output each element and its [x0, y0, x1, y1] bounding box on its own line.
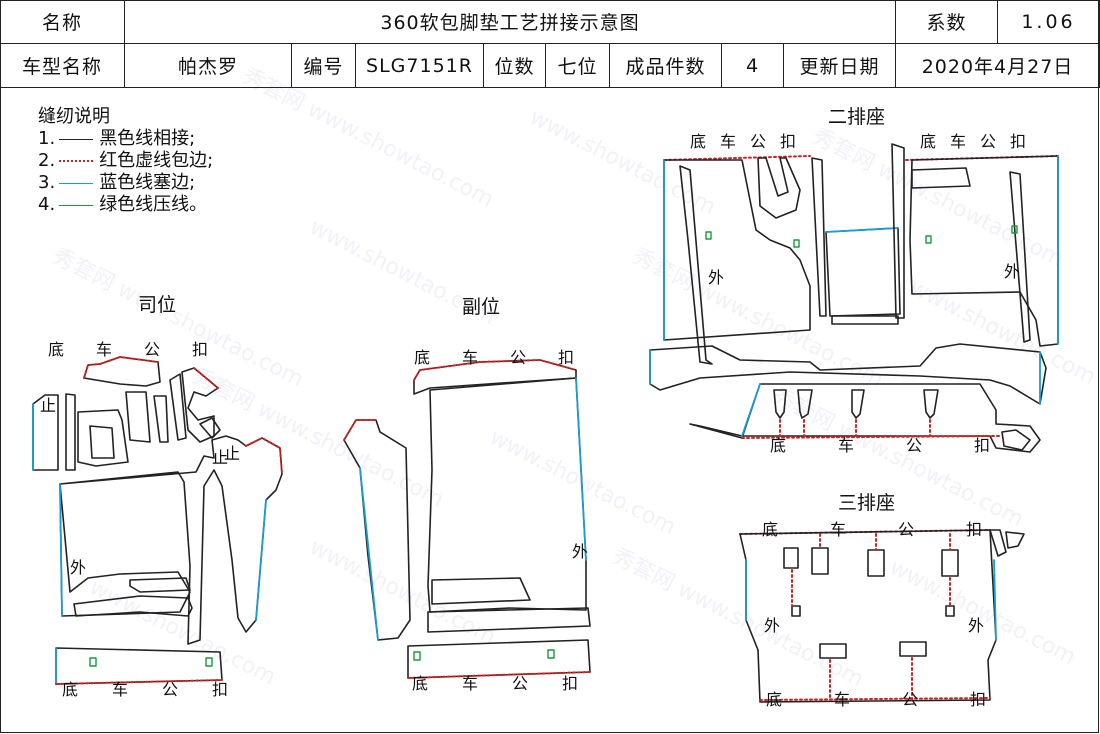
- buckle-char: 公: [144, 340, 161, 359]
- buckle-char: 扣: [192, 340, 209, 359]
- buckle-char: 扣: [966, 520, 983, 539]
- second-row-pieces: [649, 143, 1059, 453]
- buckle-char: 公: [162, 680, 179, 699]
- buckle-char: 公: [512, 674, 529, 693]
- pieces-value-cell: 4: [722, 44, 784, 88]
- buckle-char: 扣: [780, 132, 797, 151]
- header-table: 名称 360软包脚垫工艺拼接示意图 系数 1.06 车型名称 帕杰罗 编号 SL…: [0, 0, 1100, 88]
- code-label-cell: 编号: [292, 44, 356, 88]
- outer-mark: 外: [70, 558, 87, 577]
- buckle-char: 公: [902, 690, 919, 709]
- legend-item-red: 2. 红色虚线包边;: [38, 150, 214, 171]
- passenger-pieces: [343, 359, 591, 679]
- model-value-cell: 帕杰罗: [125, 44, 292, 88]
- outer-mark: 外: [572, 542, 589, 561]
- buckle-char: 底: [690, 132, 707, 151]
- outer-mark: 外: [1004, 262, 1021, 281]
- green-line-swatch: [59, 204, 94, 206]
- coef-label-cell: 系数: [896, 0, 998, 44]
- buckle-char: 车: [112, 680, 129, 699]
- buckle-char: 扣: [974, 436, 991, 455]
- buckle-char: 车: [838, 436, 855, 455]
- buckle-char: 底: [762, 520, 779, 539]
- pieces-label-cell: 成品件数: [610, 44, 722, 88]
- blue-line-swatch: [59, 182, 94, 184]
- buckle-char: 底: [766, 690, 783, 709]
- model-label-cell: 车型名称: [0, 44, 125, 88]
- driver-pieces: [32, 356, 283, 685]
- title-cell: 360软包脚垫工艺拼接示意图: [125, 0, 896, 44]
- row2-section-title: 二排座: [828, 106, 886, 128]
- stop-mark: 止: [40, 396, 57, 415]
- buckle-char: 底: [770, 436, 787, 455]
- seats-value-cell: 七位: [546, 44, 610, 88]
- buckle-char: 扣: [1010, 132, 1027, 151]
- buckle-char: 车: [720, 132, 737, 151]
- outer-mark: 外: [708, 268, 725, 287]
- stop-mark: 止: [224, 444, 241, 463]
- buckle-char: 扣: [212, 680, 229, 699]
- buckle-char: 车: [830, 520, 847, 539]
- legend-item-black: 1. 黑色线相接;: [38, 128, 196, 149]
- buckle-char: 底: [62, 680, 79, 699]
- row3-section-title: 三排座: [838, 492, 896, 514]
- buckle-char: 底: [414, 348, 431, 367]
- buckle-char: 车: [96, 340, 113, 359]
- red-dotted-swatch: [59, 160, 94, 162]
- buckle-char: 扣: [558, 348, 575, 367]
- legend-item-green: 4. 绿色线压线。: [38, 194, 208, 215]
- buckle-char: 公: [510, 348, 527, 367]
- buckle-char: 车: [462, 348, 479, 367]
- buckle-char: 公: [906, 436, 923, 455]
- update-label-cell: 更新日期: [784, 44, 896, 88]
- outer-mark: 外: [764, 616, 781, 635]
- buckle-char: 公: [980, 132, 997, 151]
- seats-label-cell: 位数: [484, 44, 546, 88]
- legend-item-blue: 3. 蓝色线塞边;: [38, 172, 196, 193]
- sewing-legend: 缝纫说明 1. 黑色线相接; 2. 红色虚线包边; 3. 蓝色线塞边; 4. 绿…: [38, 106, 213, 216]
- passenger-section-title: 副位: [462, 296, 501, 318]
- buckle-char: 公: [898, 520, 915, 539]
- driver-section-title: 司位: [138, 294, 177, 316]
- buckle-char: 扣: [562, 674, 579, 693]
- name-label-cell: 名称: [0, 0, 125, 44]
- buckle-char: 车: [462, 674, 479, 693]
- buckle-char: 底: [412, 674, 429, 693]
- buckle-char: 底: [48, 340, 65, 359]
- third-row-pieces: [739, 529, 1025, 703]
- buckle-char: 车: [834, 690, 851, 709]
- outer-mark: 外: [968, 616, 985, 635]
- buckle-char: 公: [750, 132, 767, 151]
- buckle-char: 底: [920, 132, 937, 151]
- stop-mark: 止: [212, 448, 229, 467]
- buckle-char: 车: [950, 132, 967, 151]
- black-line-swatch: [59, 138, 94, 140]
- buckle-char: 扣: [970, 690, 987, 709]
- code-value-cell: SLG7151R: [356, 44, 484, 88]
- legend-title: 缝纫说明: [38, 106, 110, 127]
